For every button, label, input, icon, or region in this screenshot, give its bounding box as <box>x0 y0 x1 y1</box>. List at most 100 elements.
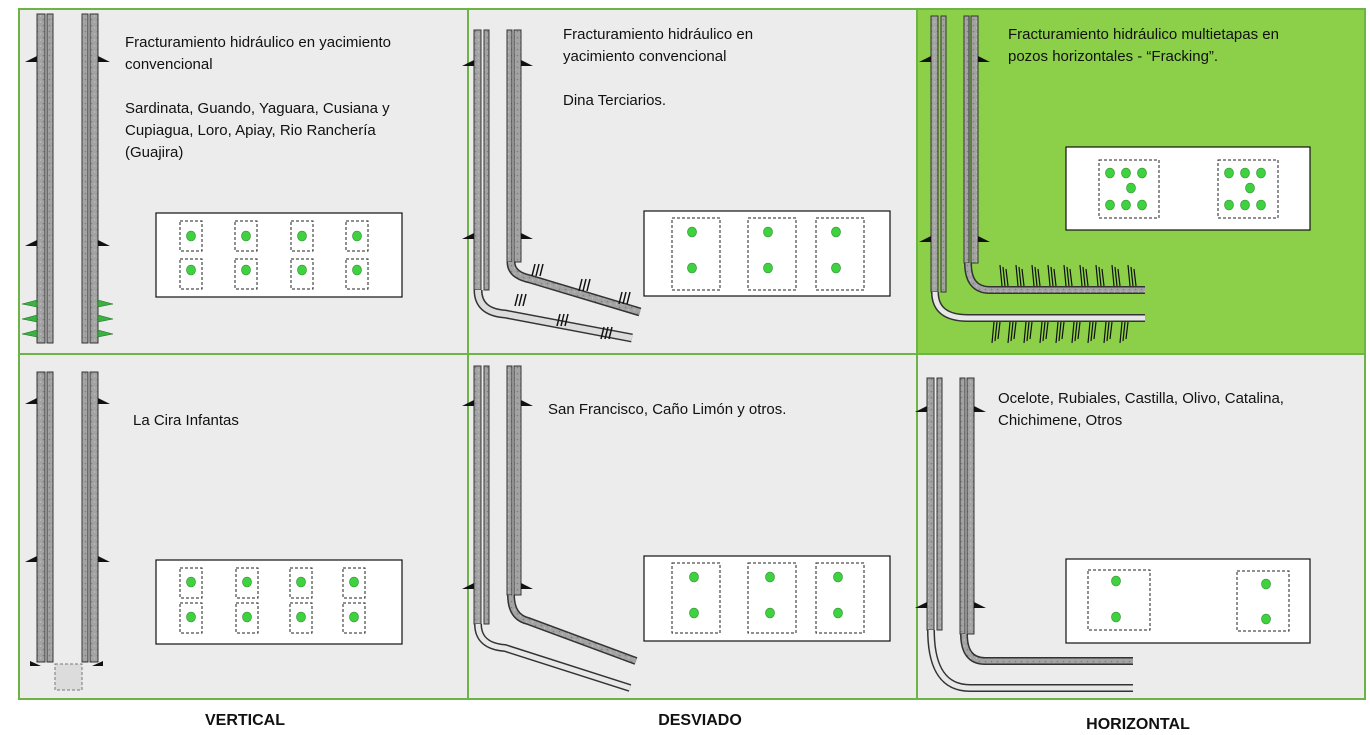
fracture-line <box>1045 321 1049 340</box>
fracture-line <box>1087 321 1091 344</box>
section-panel <box>643 210 891 297</box>
fracture-line <box>1029 321 1033 340</box>
perforation-zone <box>235 567 259 599</box>
perforation-dot <box>241 264 251 276</box>
fracture-wing <box>97 299 114 308</box>
perforation-dot <box>765 607 775 619</box>
section-panel <box>155 212 403 298</box>
fracture-line <box>1117 268 1121 287</box>
perforation-dot <box>763 226 773 238</box>
fracture-line <box>1103 321 1107 344</box>
casing-shoe <box>98 240 110 246</box>
fracture-line <box>991 321 995 344</box>
fracture-line <box>1053 268 1057 287</box>
casing-segment <box>46 13 54 344</box>
fracture-line <box>1114 266 1118 287</box>
text-line: Chichimene, Otros <box>998 412 1123 429</box>
fracture-line <box>1034 266 1038 287</box>
grid-line <box>18 698 1366 700</box>
fracture-wing <box>21 329 38 338</box>
casing-segment <box>959 377 966 635</box>
perforation-mark <box>582 278 587 292</box>
perforation-dot <box>833 607 843 619</box>
perforation-dot <box>1256 199 1266 211</box>
casing-segment <box>36 13 46 344</box>
casing-shoe <box>521 233 533 239</box>
perforation-dot <box>1245 182 1255 194</box>
perforation-dot <box>242 611 252 623</box>
perforation-mark <box>622 291 627 305</box>
fracture-line <box>1093 321 1097 340</box>
perforation-dot <box>1111 611 1121 623</box>
perforation-dot <box>296 576 306 588</box>
casing-segment <box>89 371 99 663</box>
casing-segment <box>483 365 490 625</box>
fracture-line <box>1010 321 1014 342</box>
cell-desviado-fields <box>468 354 917 700</box>
casing-shoe <box>974 406 986 412</box>
perforation-dot <box>1240 199 1250 211</box>
text-line: Ocelote, Rubiales, Castilla, Olivo, Cata… <box>998 390 1284 407</box>
casing-segment <box>473 29 482 291</box>
fracture-line <box>999 264 1003 287</box>
perforation-zone <box>179 220 203 252</box>
deviated-casing <box>507 594 638 665</box>
text-desviado-conventional: Fracturamiento hidráulico en yacimiento … <box>563 24 753 112</box>
fracture-line <box>1133 268 1137 287</box>
perforation-zone <box>290 258 314 290</box>
casing-segment <box>966 377 975 635</box>
horizontal-casing <box>931 291 1145 322</box>
perforation-zone <box>290 220 314 252</box>
fracture-line <box>1007 321 1011 344</box>
fracture-line <box>994 321 998 342</box>
perforation-zone <box>342 567 366 599</box>
deviated-casing <box>508 261 641 315</box>
casing-segment <box>940 15 947 293</box>
casing-shoe <box>462 60 474 66</box>
perforation-zone <box>179 258 203 290</box>
perforation-dot <box>1126 182 1136 194</box>
text-line: Dina Terciarios. <box>563 92 667 109</box>
fracture-line <box>1111 264 1115 287</box>
casing-segment <box>970 15 979 264</box>
perforation-dot <box>1121 199 1131 211</box>
perforation-dot <box>1137 167 1147 179</box>
text-line: Cupiagua, Loro, Apiay, Rio Ranchería <box>125 122 376 139</box>
fracture-line <box>1023 321 1027 344</box>
casing-segment <box>36 371 46 663</box>
casing-segment <box>473 365 482 625</box>
perforation-dot <box>1137 199 1147 211</box>
fracture-line <box>1074 321 1078 342</box>
perforation-dot <box>1105 199 1115 211</box>
horizontal-casing <box>928 629 1133 691</box>
fracture-line <box>1061 321 1065 340</box>
casing-segment <box>89 13 99 344</box>
grid-line <box>916 8 918 700</box>
perforation-dot <box>689 571 699 583</box>
text-line: San Francisco, Caño Limón y otros. <box>548 401 787 418</box>
perforation-zone <box>345 220 369 252</box>
section-panel <box>1065 146 1311 231</box>
casing-shoe <box>25 240 37 246</box>
perforation-dot <box>349 611 359 623</box>
grid-line <box>1364 8 1366 700</box>
fracture-line <box>1098 266 1102 287</box>
text-vertical-conventional: Fracturamiento hidráulico en yacimiento … <box>125 32 391 164</box>
perforation-mark <box>626 291 631 305</box>
fracture-line <box>1031 264 1035 287</box>
horizontal-casing <box>965 262 1145 293</box>
perforation-mark <box>535 263 540 277</box>
perforation-dot <box>833 571 843 583</box>
fracture-wing <box>21 299 38 308</box>
fracture-line <box>1082 266 1086 287</box>
casing-shoe <box>92 661 103 666</box>
casing-shoe <box>462 583 474 589</box>
fracture-line <box>1071 321 1075 344</box>
fracture-line <box>1026 321 1030 342</box>
perforation-dot <box>687 226 697 238</box>
section-panel <box>1065 558 1311 644</box>
perforation-zone <box>747 562 797 634</box>
casing-segment <box>81 371 89 663</box>
fracture-line <box>1047 264 1051 287</box>
perforation-mark <box>600 326 605 340</box>
